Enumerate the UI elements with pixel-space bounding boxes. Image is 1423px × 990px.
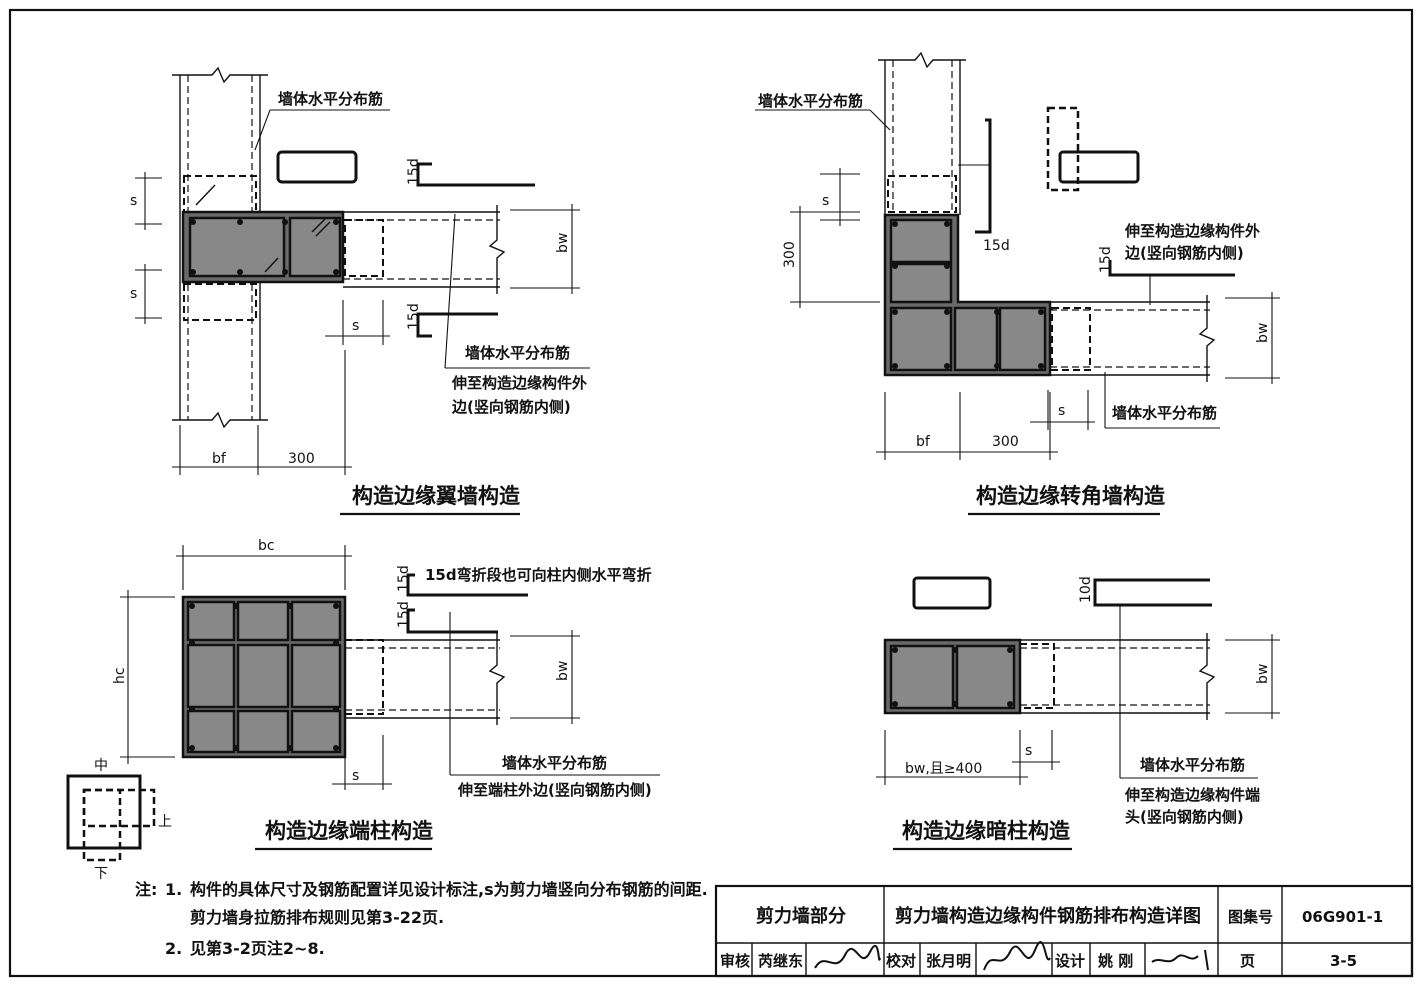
wing-wall-title: 构造边缘翼墙构造 bbox=[352, 484, 521, 508]
note-1-number: 1. bbox=[165, 880, 182, 899]
note-1-line-2: 剪力墙身拉筋排布规则见第3-22页. bbox=[190, 908, 444, 927]
legend-top: 上 bbox=[158, 814, 172, 830]
tb-page-no: 3-5 bbox=[1330, 952, 1357, 970]
wing-dim-15d-bottom: 15d bbox=[406, 303, 422, 330]
tb-check-label: 校对 bbox=[886, 952, 916, 970]
checker-signature bbox=[983, 941, 1051, 971]
corner-dim-bw: bw bbox=[1255, 323, 1271, 343]
wing-label-extend-2: 边(竖向钢筋内侧) bbox=[451, 398, 571, 416]
wing-dim-300: 300 bbox=[288, 451, 315, 467]
wing-wall-labels: 墙体水平分布筋 墙体水平分布筋 伸至构造边缘构件外 边(竖向钢筋内侧) s s … bbox=[130, 90, 587, 516]
tb-atlas-label: 图集号 bbox=[1228, 908, 1273, 926]
hidden-tie-detail bbox=[912, 576, 992, 610]
end-column-title: 构造边缘端柱构造 bbox=[265, 819, 434, 843]
tb-designer: 姚 刚 bbox=[1097, 952, 1133, 970]
legend-bottom: 下 bbox=[94, 866, 108, 882]
end-dim-15d-top: 15d bbox=[396, 565, 412, 592]
tb-page-label: 页 bbox=[1240, 952, 1255, 970]
tb-atlas-no: 06G901-1 bbox=[1302, 908, 1383, 926]
wing-dim-s-bottom: s bbox=[130, 286, 137, 302]
break-line-right bbox=[488, 205, 506, 294]
corner-wall-diagram bbox=[755, 51, 1280, 460]
title-block: 剪力墙部分 剪力墙构造边缘构件钢筋排布构造详图 图集号 06G901-1 审核 … bbox=[714, 884, 1414, 978]
notes: 注: 1. 构件的具体尺寸及钢筋配置详见设计标注,s为剪力墙竖向分布钢筋的间距.… bbox=[135, 880, 708, 958]
corner-wall-title: 构造边缘转角墙构造 bbox=[976, 484, 1166, 508]
note-1-line-1: 构件的具体尺寸及钢筋配置详见设计标注,s为剪力墙竖向分布钢筋的间距. bbox=[190, 880, 708, 899]
tb-drawing-title: 剪力墙构造边缘构件钢筋排布构造详图 bbox=[895, 905, 1201, 927]
tie-detail bbox=[276, 150, 358, 184]
notes-prefix: 注: bbox=[135, 880, 157, 899]
end-label-bend: 15d弯折段也可向柱内侧水平弯折 bbox=[425, 566, 652, 584]
corner-dim-15d-horizontal: 15d bbox=[1098, 246, 1114, 273]
hidden-label-extend-1: 伸至构造边缘构件端 bbox=[1124, 786, 1260, 804]
wing-dim-bw: bw bbox=[555, 233, 571, 253]
wing-dim-s-right: s bbox=[352, 318, 359, 334]
end-label-horizontal-bar: 墙体水平分布筋 bbox=[502, 754, 607, 772]
designer-signature bbox=[1151, 949, 1209, 971]
end-column-labels: bc hc 15d弯折段也可向柱内侧水平弯折 15d 15d bw s 墙体水平… bbox=[94, 538, 652, 882]
tb-checker: 张月明 bbox=[926, 952, 971, 970]
hidden-column-title: 构造边缘暗柱构造 bbox=[902, 819, 1071, 843]
end-column-diagram bbox=[66, 545, 660, 862]
hidden-label-extend-2: 头(竖向钢筋内侧) bbox=[1125, 808, 1244, 826]
corner-dim-s-bottom: s bbox=[1058, 403, 1065, 419]
hidden-column-diagram bbox=[876, 576, 1280, 785]
wing-label-extend-1: 伸至构造边缘构件外 bbox=[451, 374, 587, 392]
hidden-dim-10d: 10d bbox=[1078, 576, 1094, 603]
hidden-column-labels: 10d bw bw,且≥400 s 墙体水平分布筋 伸至构造边缘构件端 头(竖向… bbox=[893, 576, 1271, 851]
hidden-dim-bw-bottom: bw,且≥400 bbox=[905, 761, 982, 777]
corner-dim-300-left: 300 bbox=[782, 241, 798, 268]
legend-middle: 中 bbox=[94, 758, 108, 774]
wing-label-horizontal-bar-bottom: 墙体水平分布筋 bbox=[465, 344, 570, 362]
hidden-label-horizontal-bar: 墙体水平分布筋 bbox=[1140, 756, 1245, 774]
wing-dim-bf: bf bbox=[212, 451, 227, 467]
end-dim-bc: bc bbox=[258, 538, 275, 554]
corner-label-horizontal-bar-top: 墙体水平分布筋 bbox=[758, 92, 863, 110]
wing-wall-diagram bbox=[135, 66, 590, 475]
end-dim-s: s bbox=[352, 768, 359, 784]
corner-dim-300-bottom: 300 bbox=[992, 434, 1019, 450]
sheet-border bbox=[8, 8, 1414, 978]
wing-dim-15d-top: 15d bbox=[406, 158, 422, 185]
break-line-bottom bbox=[172, 411, 268, 429]
hidden-dim-bw-right: bw bbox=[1255, 664, 1271, 684]
end-label-extend: 伸至端柱外边(竖向钢筋内侧) bbox=[457, 781, 652, 799]
note-2-number: 2. bbox=[165, 939, 182, 958]
corner-label-extend-2: 边(竖向钢筋内侧) bbox=[1124, 244, 1244, 262]
tb-section: 剪力墙部分 bbox=[756, 905, 846, 927]
end-dim-bw: bw bbox=[555, 661, 571, 681]
corner-label-horizontal-bar-bottom: 墙体水平分布筋 bbox=[1112, 404, 1217, 422]
corner-label-extend-1: 伸至构造边缘构件外 bbox=[1124, 222, 1260, 240]
corner-dim-15d-vertical: 15d bbox=[983, 238, 1010, 254]
hidden-dim-s: s bbox=[1025, 743, 1032, 759]
tb-review-label: 审核 bbox=[720, 952, 750, 970]
end-dim-hc: hc bbox=[112, 667, 128, 684]
corner-dim-s-left: s bbox=[822, 193, 829, 209]
wing-dim-s-top: s bbox=[130, 193, 137, 209]
wing-label-horizontal-bar-top: 墙体水平分布筋 bbox=[278, 90, 383, 108]
tb-design-label: 设计 bbox=[1055, 952, 1085, 970]
reviewer-signature bbox=[814, 944, 881, 969]
tb-reviewer: 芮继东 bbox=[758, 952, 803, 970]
note-2-text: 见第3-2页注2~8. bbox=[190, 939, 325, 958]
corner-dim-bf: bf bbox=[916, 434, 931, 450]
break-line-top bbox=[172, 66, 268, 84]
legend-outer-tie bbox=[66, 774, 142, 850]
end-dim-15d-bottom: 15d bbox=[396, 601, 412, 628]
corner-wall-labels: 墙体水平分布筋 伸至构造边缘构件外 边(竖向钢筋内侧) 墙体水平分布筋 15d … bbox=[758, 92, 1271, 516]
